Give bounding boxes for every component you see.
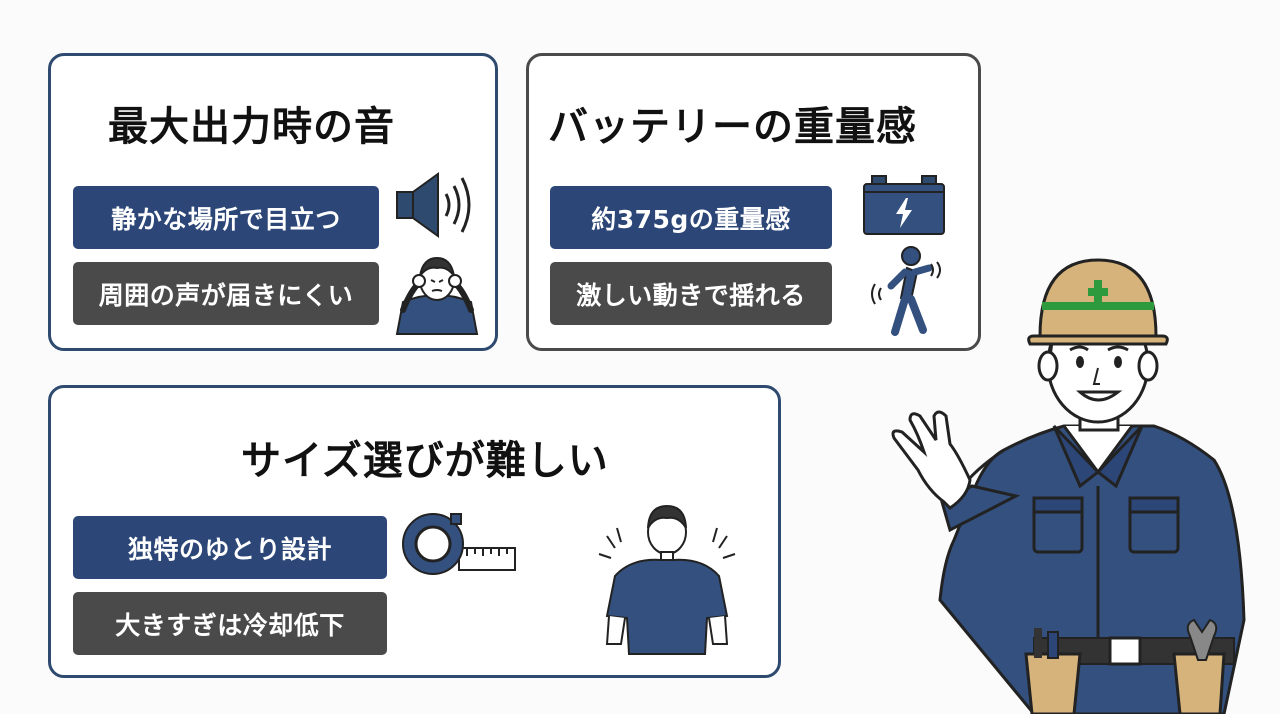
covering-ears-person-icon [389,250,485,336]
tape-measure-icon [399,512,519,580]
tag-primary: 約375gの重量感 [550,186,832,249]
tag-secondary: 大きすぎは冷却低下 [73,592,387,655]
panel-title: サイズ選びが難しい [241,438,609,484]
tag-secondary: 激しい動きで揺れる [550,262,832,325]
tag-primary: 静かな場所で目立つ [73,186,379,249]
panel-title: 最大出力時の音 [108,104,395,150]
battery-weight-panel: バッテリーの重量感 約375gの重量感 激しい動きで揺れる [526,53,981,351]
loose-shirt-person-icon [583,498,753,666]
speaker-icon [394,170,480,240]
panel-title: バッテリーの重量感 [548,104,917,150]
tag-primary: 独特のゆとり設計 [73,516,387,579]
battery-icon [862,174,946,238]
max-output-sound-panel: 最大出力時の音 静かな場所で目立つ 周囲の声が届きにくい [48,53,498,351]
shaking-person-icon [865,244,951,338]
size-selection-panel: サイズ選びが難しい 独特のゆとり設計 大きすぎは冷却低下 [48,385,781,678]
worker-character [884,240,1264,714]
tag-secondary: 周囲の声が届きにくい [73,262,379,325]
